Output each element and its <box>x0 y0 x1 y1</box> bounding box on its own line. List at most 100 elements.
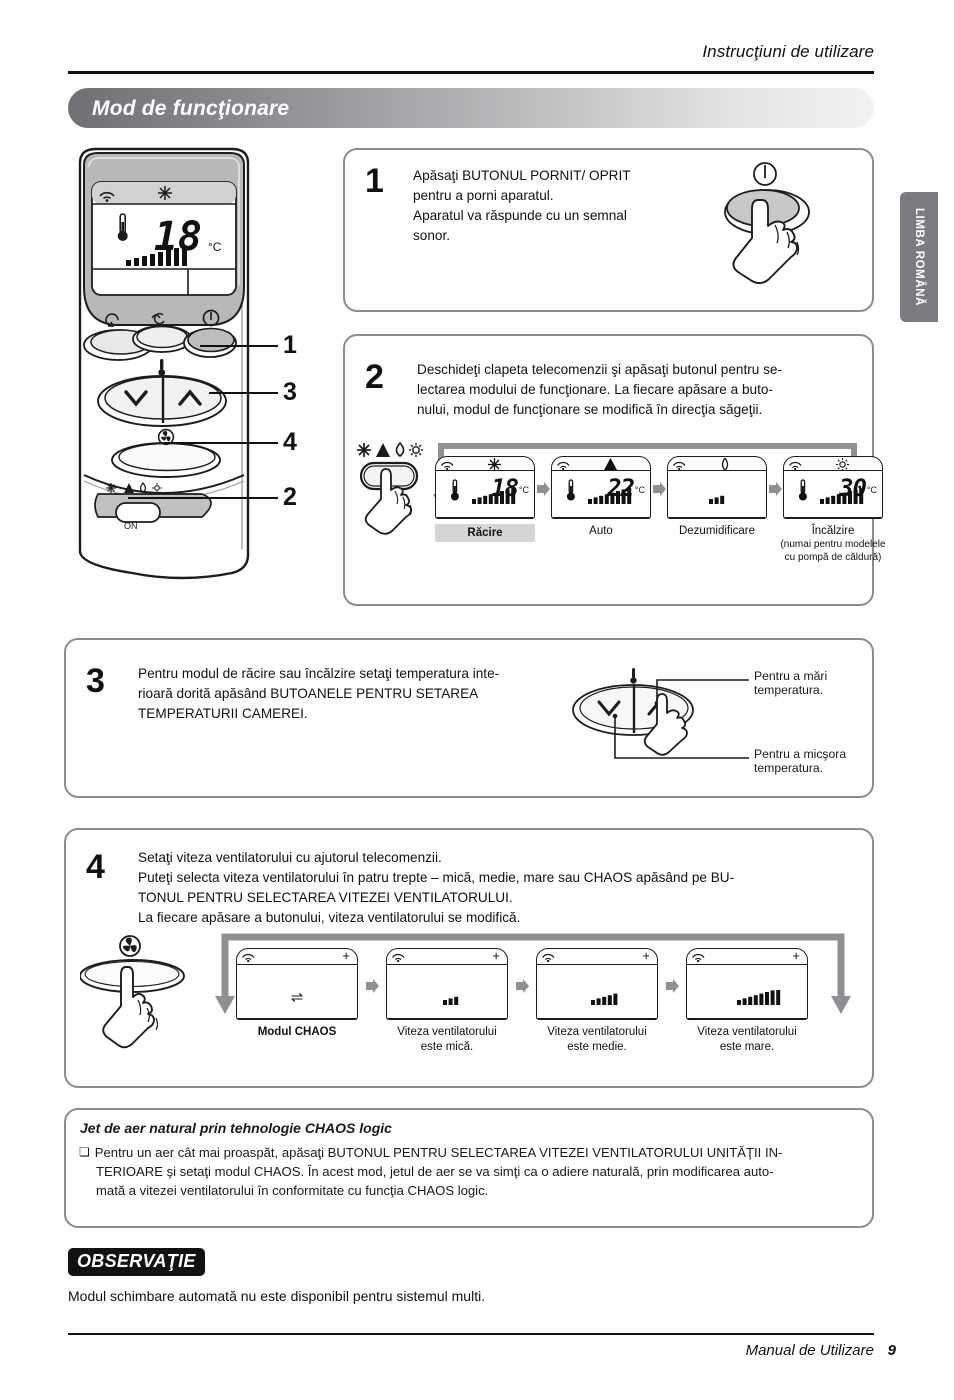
step-4-line-3: TONUL PENTRU SELECTAREA VITEZEI VENTILAT… <box>138 890 513 905</box>
step-1-line-4: sonor. <box>413 228 451 243</box>
thermometer-icon <box>450 479 462 508</box>
fan-bars-icon <box>590 993 617 1005</box>
header-title: Instrucţiuni de utilizare <box>702 42 874 61</box>
mode-button-group: ON <box>94 481 212 531</box>
thermometer-icon <box>450 479 459 501</box>
snowflake-icon <box>158 186 172 200</box>
auto-triangle-icon <box>124 483 134 493</box>
fan-step-label-2: este mare. <box>719 1041 775 1053</box>
mode-lcd <box>667 456 767 519</box>
callout-line-2 <box>128 497 278 499</box>
fan-bars-icon <box>587 487 631 504</box>
mode-status-icon <box>720 456 730 474</box>
fan-lcd: +⇌ <box>236 948 358 1020</box>
step-1-panel: 1 Apăsaţi BUTONUL PORNIT/ OPRIT pentru a… <box>343 148 874 312</box>
page-title: Mod de funcţionare <box>92 97 290 120</box>
step-1-line-1: Apăsaţi BUTONUL PORNIT/ OPRIT <box>413 168 631 183</box>
language-tab: LIMBA ROMÂNĂ <box>900 192 938 322</box>
sequence-arrow <box>658 948 686 994</box>
chaos-note-line-2: TERIOARE şi setaţi modul CHAOS. În acest… <box>96 1164 774 1179</box>
sequence-arrow-icon <box>769 482 782 496</box>
sequence-arrow <box>535 456 551 497</box>
step-3-line-3: TEMPERATURII CAMEREI. <box>138 706 308 721</box>
signal-icon <box>788 461 802 471</box>
chevron-up-icon <box>178 389 202 406</box>
step-1-line-3: Aparatul va răspunde cu un semnal <box>413 208 627 223</box>
signal-icon <box>241 953 255 963</box>
signal-icon <box>99 191 115 202</box>
snowflake-icon <box>488 458 501 471</box>
mode-label: Auto <box>589 525 613 537</box>
fan-step-label-2: este mică. <box>420 1041 474 1053</box>
thermometer-small-icon <box>630 668 637 684</box>
fan-step-item: + Viteza ventilatorului este mare. <box>686 948 808 1054</box>
step-4-text: Setaţi viteza ventilatorului cu ajutorul… <box>138 848 868 928</box>
remote-control-svg: 18 °C <box>78 147 250 580</box>
mode-status-icon <box>604 458 617 473</box>
fan-lcd: + <box>536 948 658 1020</box>
footer-page-number: 9 <box>887 1342 896 1359</box>
step-4-line-2: Puteţi selecta viteza ventilatorului în … <box>138 870 735 885</box>
plus-icon: + <box>792 948 800 963</box>
mode-label: Răcire <box>435 524 535 542</box>
thermometer-icon <box>798 479 810 508</box>
fan-step-label: Viteza ventilatorului <box>547 1026 647 1038</box>
fan-bars-icon <box>708 495 724 504</box>
page-header: Instrucţiuni de utilizare <box>68 42 874 82</box>
thermometer-icon <box>566 479 578 508</box>
chaos-note-line-1: Pentru un aer cât mai proaspăt, apăsaţi … <box>94 1145 783 1160</box>
step-4-panel: 4 Setaţi viteza ventilatorului cu ajutor… <box>64 828 874 1088</box>
step-4-number: 4 <box>86 848 105 886</box>
snowflake-icon <box>106 483 116 493</box>
chaos-icon: ⇌ <box>290 989 304 1006</box>
fan-step-label: Viteza ventilatorului <box>697 1026 797 1038</box>
step-4-line-4: La fiecare apăsare a butonului, viteza v… <box>138 910 521 925</box>
callout-number-2: 2 <box>283 483 297 511</box>
fan-step-label-2: este medie. <box>567 1041 627 1053</box>
air-clean-button <box>132 312 192 353</box>
mode-status-icon <box>836 458 849 474</box>
thermometer-icon <box>566 479 575 501</box>
signal-icon <box>440 461 454 471</box>
mode-status-icon <box>488 458 501 474</box>
step-3-line-1: Pentru modul de răcire sau încălzire set… <box>138 666 500 681</box>
step-1-text: Apăsaţi BUTONUL PORNIT/ OPRIT pentru a p… <box>413 166 703 246</box>
power-icon <box>753 162 777 186</box>
plus-icon: + <box>642 948 650 963</box>
signal-icon <box>541 951 555 964</box>
fan-button-hand-illustration <box>80 935 185 1049</box>
mode-temp-unit: °C <box>866 485 877 495</box>
water-drop-icon <box>721 456 729 471</box>
step-3-panel: 3 Pentru modul de răcire sau încălzire s… <box>64 638 874 798</box>
step-3-text: Pentru modul de răcire sau încălzire set… <box>138 664 598 724</box>
plus-icon: + <box>342 948 350 963</box>
annotation-decrease: Pentru a micşora temperatura. <box>754 747 847 775</box>
signal-icon <box>241 951 255 964</box>
sequence-arrow-icon <box>537 482 550 496</box>
fan-bars-icon <box>471 487 515 504</box>
fan-step-label: Modul CHAOS <box>257 1026 337 1038</box>
fan-bars <box>687 988 807 1010</box>
step-1-line-2: pentru a porni aparatul. <box>413 188 554 203</box>
fan-lcd: + <box>386 948 508 1020</box>
mode-button <box>115 502 161 523</box>
swirl-icon <box>105 313 119 327</box>
sequence-arrow-icon <box>516 979 529 993</box>
snowflake-icon <box>357 443 371 457</box>
signal-icon <box>556 461 570 471</box>
step-2-text: Deschideţi clapeta telecomenzii şi apăsa… <box>417 360 867 420</box>
temperature-buttons-illustration <box>572 668 749 759</box>
signal-icon <box>672 461 686 471</box>
signal-icon <box>788 459 802 472</box>
water-drop-icon <box>139 481 147 493</box>
chevron-down-icon <box>597 700 621 717</box>
fan-bars-icon <box>443 996 459 1005</box>
mode-button-hand-illustration <box>357 441 423 535</box>
step-3-number: 3 <box>86 662 105 700</box>
signal-icon <box>391 951 405 964</box>
power-button-hand-illustration <box>724 162 810 285</box>
